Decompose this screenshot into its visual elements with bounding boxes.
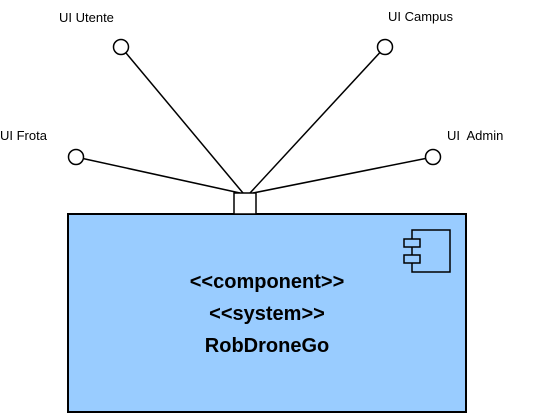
- connector-ui-frota: [75, 156, 241, 194]
- connector-ui-campus: [249, 46, 386, 194]
- interface-connectors: [75, 46, 434, 194]
- connector-ui-admin: [252, 156, 434, 194]
- port-square[interactable]: [233, 192, 257, 215]
- interface-ui-admin-label: UI Admin: [447, 128, 503, 143]
- component-name: RobDroneGo: [205, 335, 329, 357]
- component-box[interactable]: [67, 213, 467, 413]
- interface-ui-utente-circle[interactable]: [112, 38, 130, 56]
- component-stereotype-system: <<system>>: [209, 303, 325, 325]
- connector-ui-utente: [120, 46, 244, 194]
- interface-ui-admin-circle[interactable]: [424, 148, 442, 166]
- interface-ui-frota-label: UI Frota: [0, 128, 48, 143]
- component-icon: [403, 229, 451, 273]
- interface-ui-campus-label: UI Campus: [388, 9, 454, 24]
- interface-ui-frota-circle[interactable]: [67, 148, 85, 166]
- interface-ui-utente-label: UI Utente: [59, 10, 114, 25]
- component-stereotype-component: <<component>>: [190, 271, 345, 293]
- interface-ui-campus-circle[interactable]: [376, 38, 394, 56]
